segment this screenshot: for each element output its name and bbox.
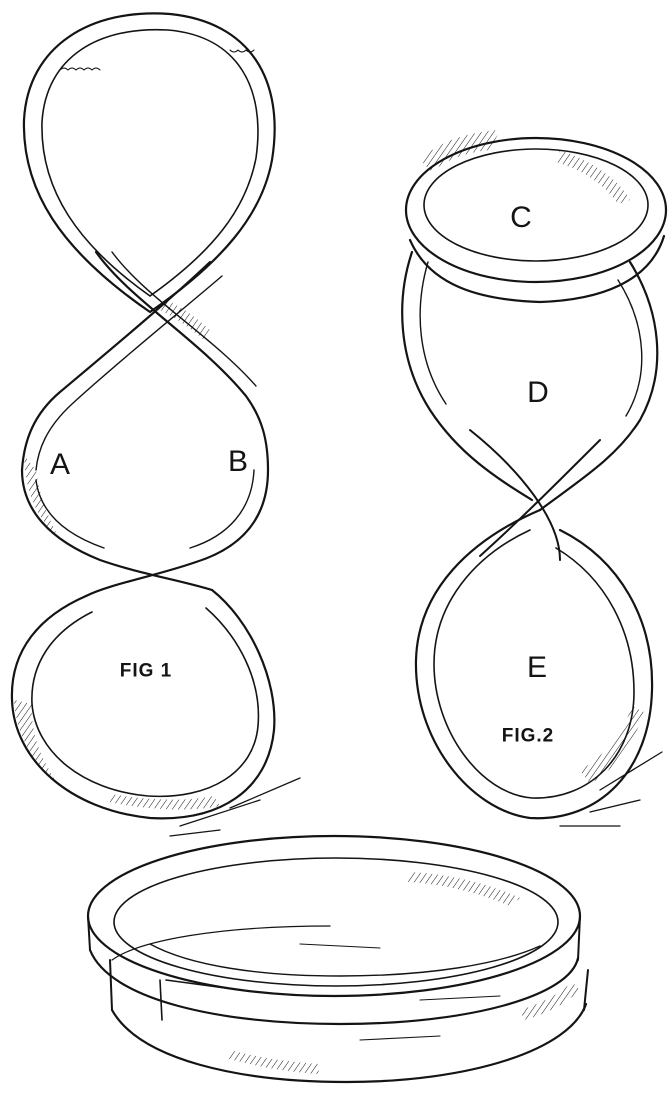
fig3-drawing — [88, 836, 588, 1082]
fig1-top-loop-inner — [42, 30, 258, 296]
fig1-top-loop-outer — [24, 13, 275, 312]
fig1-shading-1 — [14, 700, 60, 786]
fig2-bottom-shading — [580, 706, 644, 784]
fig3-ring-middle — [90, 950, 578, 1024]
fig2-middle-loop-right — [540, 262, 657, 510]
fig3-shading-1 — [408, 872, 520, 906]
fig1-middle-loop-left — [22, 470, 212, 590]
label-e: E — [527, 653, 547, 683]
label-a: A — [50, 450, 70, 480]
fig1-middle-loop-right — [86, 470, 268, 596]
fig2-drawing — [402, 130, 666, 826]
fig1-caption: FIG 1 — [120, 662, 173, 681]
fig2-top-ring-shading — [420, 130, 500, 172]
fig3-ring-middle-inner — [150, 944, 540, 976]
fig1-middle-loop-right-inner — [190, 470, 254, 548]
fig3-shading-3 — [226, 1050, 320, 1074]
fig2-caption: FIG.2 — [502, 727, 555, 746]
fig2-top-ring-inner — [424, 149, 648, 261]
fig1-top-loop-teeth — [60, 50, 254, 70]
fig2-top-ring-lower-edge — [410, 236, 664, 302]
fig3-ring-top-outer — [88, 836, 580, 996]
fig1-upper-twist-band-b-inner — [36, 276, 222, 470]
fig3-band-right-side — [578, 916, 588, 1010]
fig3-ring-top-inner — [114, 858, 558, 986]
fig2-middle-loop-right-inner — [618, 280, 642, 416]
fig1-drawing — [12, 13, 300, 836]
label-c: C — [510, 203, 532, 233]
fig2-top-ring-shading-2 — [556, 150, 630, 204]
fig2-lower-twist-b — [480, 440, 600, 556]
fig3-band-end — [160, 980, 240, 1020]
fig1-bottom-loop-inner — [32, 608, 259, 796]
fig2-middle-loop-left-inner — [420, 262, 446, 404]
label-b: B — [228, 447, 248, 477]
label-d: D — [527, 378, 549, 408]
fig1-bottom-loop-outer — [12, 590, 274, 818]
fig3-ring-lower — [112, 1004, 586, 1082]
